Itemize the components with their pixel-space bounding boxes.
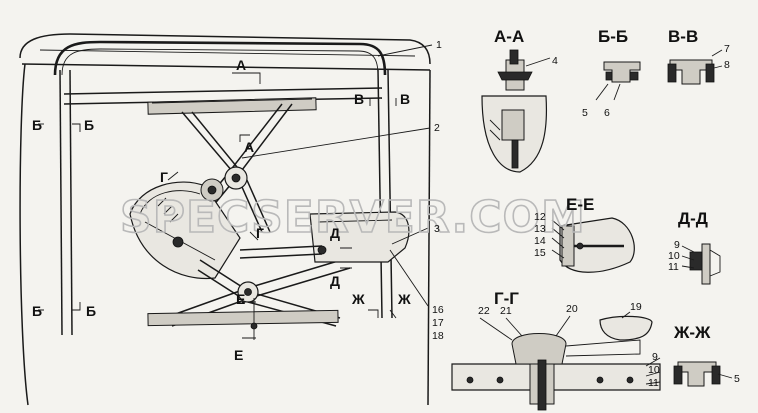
callout-5-bb: 5 (582, 107, 588, 119)
callout-9-gg: 9 (652, 351, 658, 363)
section-title-gg: Г-Г (494, 289, 519, 308)
callout-16: 16 (432, 304, 444, 316)
callout-11-gg: 11 (648, 377, 659, 389)
callout-17: 17 (432, 317, 444, 329)
cut-mark-g-top: Г (160, 169, 168, 185)
callout-18: 18 (432, 330, 444, 342)
cut-mark-a-mid: А (244, 139, 254, 155)
callout-11-dd: 11 (668, 261, 679, 273)
section-bb (595, 61, 641, 101)
cut-mark-d-bottom: Д (330, 273, 340, 289)
callout-6: 6 (604, 107, 610, 119)
upper-lift-channel (147, 97, 317, 115)
section-zhzh (673, 361, 733, 387)
callout-8: 8 (724, 59, 730, 71)
cut-mark-zh-right: Ж (397, 291, 411, 307)
callout-10-dd: 10 (668, 250, 680, 262)
door-frame (19, 33, 431, 406)
cut-mark-b-left-2: Б (32, 303, 42, 319)
cut-mark-v-left: В (354, 91, 364, 107)
glass-seal-1 (53, 40, 387, 76)
callout-1: 1 (436, 39, 442, 51)
callout-14: 14 (534, 235, 546, 247)
watermark-text: SPECSERVER.COM (120, 192, 586, 243)
callout-22: 22 (478, 305, 490, 317)
callout-20: 20 (566, 303, 578, 315)
cut-mark-b-right-2: Б (86, 303, 96, 319)
section-dd (681, 243, 721, 285)
handle-shaft (250, 298, 258, 340)
cut-mark-e-bottom: Е (234, 347, 243, 363)
section-title-aa: А-А (494, 27, 524, 46)
cut-mark-e-top: Е (236, 291, 245, 307)
section-gg (451, 311, 661, 411)
cut-mark-a-top: А (236, 57, 246, 73)
callout-3: 3 (434, 223, 440, 235)
callout-2: 2 (434, 122, 440, 134)
regulator-gear-sector (129, 178, 241, 280)
callout-9-dd: 9 (674, 239, 680, 251)
cut-mark-zh-left: Ж (351, 291, 365, 307)
section-vv (667, 49, 723, 85)
callout-19: 19 (630, 301, 642, 313)
callout-12: 12 (534, 211, 546, 223)
cut-mark-b-left-1: Б (32, 117, 42, 133)
section-title-vv: В-В (668, 27, 698, 46)
callout-15: 15 (534, 247, 546, 259)
window-guide-rails (59, 69, 393, 336)
scissor-arms (181, 103, 293, 233)
leader-lines (241, 44, 433, 307)
callout-13: 13 (534, 223, 546, 235)
callout-10-gg: 10 (648, 364, 660, 376)
cut-arrows (38, 72, 397, 339)
cut-mark-g-bottom: Г (256, 225, 264, 241)
section-title-dd: Д-Д (678, 209, 708, 228)
section-ee (551, 217, 635, 273)
motor-bracket-3 (239, 211, 410, 263)
section-aa (481, 49, 551, 173)
section-title-bb: Б-Б (598, 27, 628, 46)
cut-mark-d-top: Д (330, 225, 340, 241)
callout-5-zhzh: 5 (734, 373, 740, 385)
section-title-ee: Е-Е (566, 195, 594, 214)
cut-mark-v-right: В (400, 91, 410, 107)
callout-21: 21 (500, 305, 512, 317)
callout-7: 7 (724, 43, 730, 55)
cut-mark-b-right-1: Б (84, 117, 94, 133)
section-title-zhzh: Ж-Ж (673, 323, 711, 342)
callout-4: 4 (552, 55, 558, 67)
